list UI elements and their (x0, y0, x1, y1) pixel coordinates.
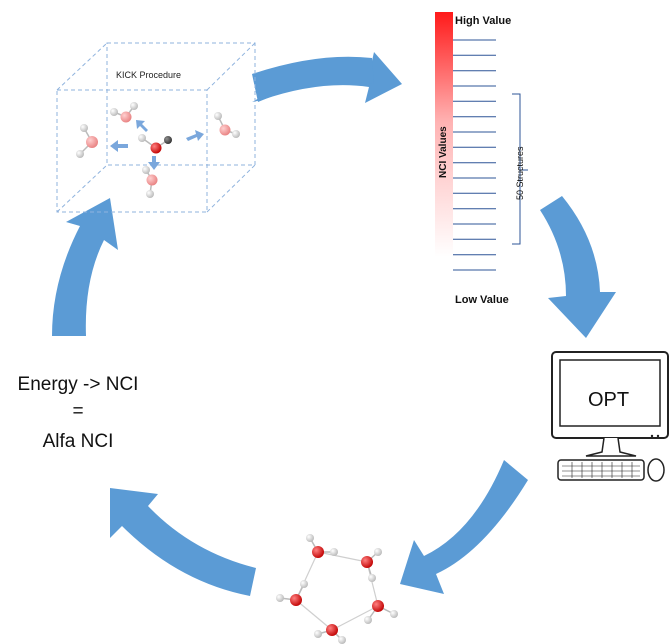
hydrogen-atom (338, 636, 346, 644)
nci-gradient-bar (435, 12, 453, 257)
arrow-kick-to-ranking (252, 52, 402, 103)
structure-ranking-lines (453, 39, 496, 271)
hydrogen-atom (76, 150, 84, 158)
equals-sign: = (72, 401, 83, 422)
hydrogen-atom (80, 124, 88, 132)
oxygen-atom (372, 600, 384, 612)
hydrogen-atom (232, 130, 240, 138)
hydrogen-atom (110, 108, 118, 116)
high-value-label: High Value (455, 15, 511, 27)
opt-screen-label: OPT (588, 389, 629, 411)
kick-arrow-left (110, 140, 128, 152)
arrow-energy-to-kick (52, 198, 118, 336)
oxygen-atom (86, 136, 98, 148)
oxygen-atom (290, 594, 302, 606)
monitor-stand (585, 437, 637, 457)
computer: OPT (551, 351, 669, 482)
hydrogen-atom (368, 574, 376, 582)
mouse (647, 458, 665, 482)
monitor-screen (559, 359, 661, 427)
oxygen-atom (326, 624, 338, 636)
oxygen-atom (361, 556, 373, 568)
hydrogen-atom (142, 166, 150, 174)
hydrogen-atom (214, 112, 222, 120)
fifty-structures-label: 50 Structures (515, 146, 525, 200)
oxygen-atom (219, 124, 231, 136)
oxygen-atom (150, 142, 162, 154)
arrow-opt-to-cluster (400, 460, 528, 594)
carbon-atom (164, 136, 172, 144)
hydrogen-atom (364, 616, 372, 624)
hydrogen-atom (146, 190, 154, 198)
keyboard-keys (562, 462, 640, 478)
kick-water-molecules (76, 102, 240, 198)
low-value-label: Low Value (455, 294, 509, 306)
structures-bracket (512, 93, 528, 245)
hydrogen-atom (276, 594, 284, 602)
alfa-nci-label: Alfa NCI (43, 431, 114, 452)
hydrogen-atom (130, 102, 138, 110)
optimized-water-cluster (276, 534, 398, 644)
kick-cube (56, 42, 256, 213)
kick-arrow-down (148, 156, 160, 170)
kick-procedure-title: KICK Procedure (116, 70, 181, 80)
hydrogen-atom (314, 630, 322, 638)
arrow-ranking-to-opt (540, 196, 616, 338)
hydrogen-atom (300, 580, 308, 588)
keyboard (557, 459, 645, 481)
oxygen-atom (120, 111, 132, 123)
hydrogen-atom (374, 548, 382, 556)
hydrogen-atom (390, 610, 398, 618)
hydrogen-atom (138, 134, 146, 142)
energy-to-nci-label: Energy -> NCI (18, 374, 139, 395)
hydrogen-atom (330, 548, 338, 556)
oxygen-atom (312, 546, 324, 558)
arrow-cluster-to-energy (110, 488, 256, 596)
kick-arrow-right (186, 130, 204, 141)
nci-values-axis-label: NCI Values (438, 126, 449, 178)
kick-direction-arrows (110, 120, 204, 170)
hydrogen-atom (306, 534, 314, 542)
oxygen-atom (146, 174, 158, 186)
kick-arrow-upleft (136, 120, 148, 132)
